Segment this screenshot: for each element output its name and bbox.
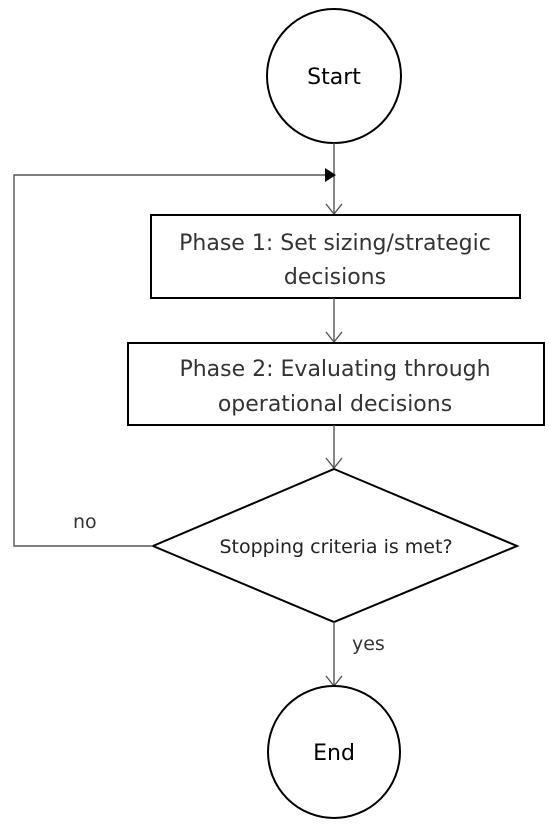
phase2-label-line1: Phase 2: Evaluating through <box>179 357 490 382</box>
end-node: End <box>267 685 401 819</box>
phase2-label-line2: operational decisions <box>218 392 452 417</box>
phase1-label-line1: Phase 1: Set sizing/strategic <box>179 231 491 256</box>
phase1-label-line2: decisions <box>284 265 386 290</box>
start-label: Start <box>307 65 361 90</box>
phase1-box <box>150 214 521 299</box>
phase2-node: Phase 2: Evaluating through operational … <box>127 342 545 426</box>
phase1-node: Phase 1: Set sizing/strategic decisions <box>150 214 521 299</box>
phase2-box <box>127 342 545 426</box>
decision-node: Stopping criteria is met? <box>150 467 520 624</box>
end-label: End <box>313 741 355 766</box>
start-node: Start <box>266 8 402 144</box>
end-circle <box>267 685 401 819</box>
decision-label: Stopping criteria is met? <box>219 536 452 558</box>
branch-no-label: no <box>73 511 97 533</box>
arrowhead-loop-return <box>325 168 336 182</box>
connector-no-loop <box>13 174 326 547</box>
branch-yes-label: yes <box>352 633 385 655</box>
